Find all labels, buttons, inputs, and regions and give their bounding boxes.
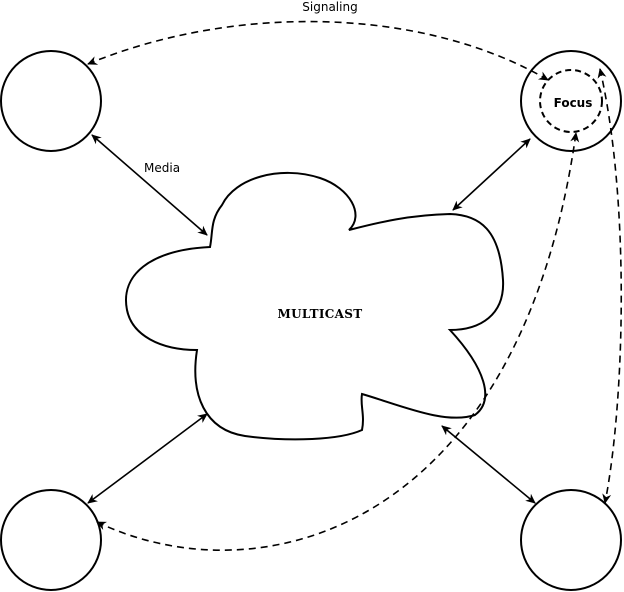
multicast-label: MULTICAST [278,307,363,321]
focus-label: Focus [554,96,593,110]
media-label: Media [144,161,180,175]
participant-node-bottom-left [0,489,102,591]
signaling-link-top-left [87,20,549,81]
signaling-link-bottom-left [96,132,580,551]
signaling-label: Signaling [302,0,357,14]
participant-node-bottom-right [520,489,622,591]
media-link-focus [452,138,531,211]
media-link-bottom-left [87,413,208,504]
signaling-link-bottom-right [597,68,623,504]
participant-node-top-left [0,50,102,152]
media-link-top-left [91,134,208,236]
